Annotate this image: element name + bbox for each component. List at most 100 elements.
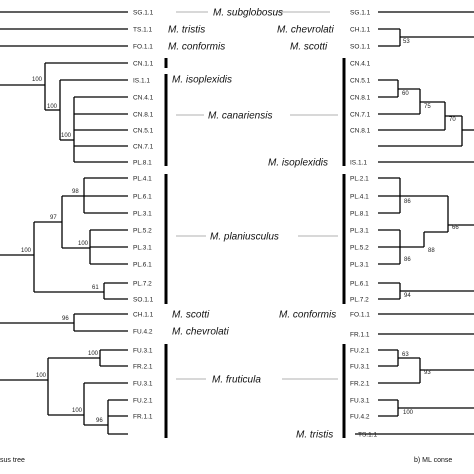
species-label: M. subglobosus <box>213 8 283 19</box>
species-label: M. tristis <box>296 430 333 441</box>
left-tree-branches <box>0 11 128 435</box>
species-labels: M. subglobosus M. tristis M. conformis M… <box>168 8 336 441</box>
species-label: M. chevrolati <box>277 25 334 36</box>
left-tip: PL.3.1 <box>133 211 152 218</box>
left-tip: FU.3.1 <box>133 381 153 388</box>
left-tip: CN.4.1 <box>133 95 154 102</box>
support-value: 100 <box>72 408 83 414</box>
left-tip: PL.6.1 <box>133 262 152 269</box>
left-tip-labels: SG.1.1 TS.1.1 FO.1.1 CN.1.1 IS.1.1 CN.4.… <box>133 10 154 421</box>
left-tip: CN.8.1 <box>133 112 154 119</box>
species-label: M. isoplexidis <box>172 75 232 86</box>
support-value: 93 <box>424 370 431 376</box>
support-value: 86 <box>404 199 411 205</box>
right-tip: CN.5.1 <box>350 78 371 85</box>
left-tip: SO.1.1 <box>133 297 154 304</box>
left-tip: FU.3.1 <box>133 348 153 355</box>
support-value: 100 <box>78 241 89 247</box>
left-tip: FU.4.2 <box>133 329 153 336</box>
left-tip: CH.1.1 <box>133 312 154 319</box>
support-value: 88 <box>428 248 435 254</box>
left-tip: FO.1.1 <box>133 44 153 51</box>
left-caption: sus tree <box>0 457 25 464</box>
support-value: 75 <box>424 104 431 110</box>
right-tip: PL.5.2 <box>350 245 369 252</box>
right-tip: PL.2.1 <box>350 176 369 183</box>
right-tip: IS.1.1 <box>350 160 367 167</box>
right-tip-labels: SG.1.1 CH.1.1 SO.1.1 CN.4.1 CN.5.1 CN.8.… <box>350 10 378 439</box>
left-tip: PL.3.1 <box>133 245 152 252</box>
species-label: M. conformis <box>279 310 336 321</box>
right-tip: CN.4.1 <box>350 61 371 68</box>
support-value: 100 <box>47 104 58 110</box>
left-tip: CN.7.1 <box>133 144 154 151</box>
left-support-values: 100 100 100 98 97 100 100 61 96 100 100 … <box>21 77 103 424</box>
support-value: 70 <box>449 117 456 123</box>
right-caption: b) ML conse <box>414 457 452 464</box>
left-tip: IS.1.1 <box>133 78 150 85</box>
species-label: M. chevrolati <box>172 327 229 338</box>
support-value: 100 <box>32 77 43 83</box>
species-label: M. scotti <box>172 310 210 321</box>
support-value: 100 <box>88 351 99 357</box>
left-tip: TS.1.1 <box>133 27 153 34</box>
species-label: M. isoplexidis <box>268 158 328 169</box>
left-tip: CN.1.1 <box>133 61 154 68</box>
support-value: 97 <box>50 215 57 221</box>
right-tip: FR.1.1 <box>350 332 370 339</box>
species-label: M. canariensis <box>208 111 272 122</box>
right-tip: PL.6.1 <box>350 281 369 288</box>
left-tip: PL.6.1 <box>133 194 152 201</box>
support-value: 98 <box>72 189 79 195</box>
right-tip: SO.1.1 <box>350 44 371 51</box>
right-tip: TS.1.1 <box>358 432 378 439</box>
species-label: M. planiusculus <box>210 232 279 243</box>
right-tip: FR.2.1 <box>350 381 370 388</box>
support-value: 96 <box>62 316 69 322</box>
species-label: M. scotti <box>290 42 328 53</box>
support-value: 61 <box>92 285 99 291</box>
support-value: 86 <box>404 257 411 263</box>
left-tip: FR.2.1 <box>133 364 153 371</box>
right-tip: CH.1.1 <box>350 27 371 34</box>
left-tip: PL.7.2 <box>133 281 152 288</box>
left-tip: FU.2.1 <box>133 398 153 405</box>
support-value: 100 <box>403 410 414 416</box>
support-value: 66 <box>452 225 459 231</box>
support-value: 60 <box>402 91 409 97</box>
left-tip: FR.1.1 <box>133 414 153 421</box>
left-tip: PL.5.2 <box>133 228 152 235</box>
right-tip: FO.1.1 <box>350 312 370 319</box>
right-tip: PL.4.1 <box>350 194 369 201</box>
left-tip: CN.5.1 <box>133 128 154 135</box>
right-tip: CN.8.1 <box>350 128 371 135</box>
right-tree-branches <box>355 11 474 435</box>
support-value: 100 <box>61 133 72 139</box>
right-tip: PL.8.1 <box>350 211 369 218</box>
support-value: 53 <box>403 39 410 45</box>
right-tip: FU.2.1 <box>350 348 370 355</box>
right-tip: CN.7.1 <box>350 112 371 119</box>
species-label: M. tristis <box>168 25 205 36</box>
left-tip: SG.1.1 <box>133 10 154 17</box>
right-tip: CN.8.1 <box>350 95 371 102</box>
right-tip: PL.7.2 <box>350 297 369 304</box>
right-tip: PL.3.1 <box>350 262 369 269</box>
right-tip: FU.4.2 <box>350 414 370 421</box>
support-value: 100 <box>36 373 47 379</box>
support-value: 100 <box>21 248 32 254</box>
support-value: 94 <box>404 293 411 299</box>
support-value: 63 <box>402 352 409 358</box>
left-tip: PL.4.1 <box>133 176 152 183</box>
right-tip: FU.3.1 <box>350 364 370 371</box>
species-label: M. fruticula <box>212 375 261 386</box>
right-tip: PL.3.1 <box>350 228 369 235</box>
right-tip: FU.3.1 <box>350 398 370 405</box>
right-tip: SG.1.1 <box>350 10 371 17</box>
left-tip: PL.8.1 <box>133 160 152 167</box>
right-support-values: 53 60 75 70 86 66 88 86 94 63 93 100 <box>402 39 459 416</box>
support-value: 96 <box>96 418 103 424</box>
species-label: M. conformis <box>168 42 225 53</box>
